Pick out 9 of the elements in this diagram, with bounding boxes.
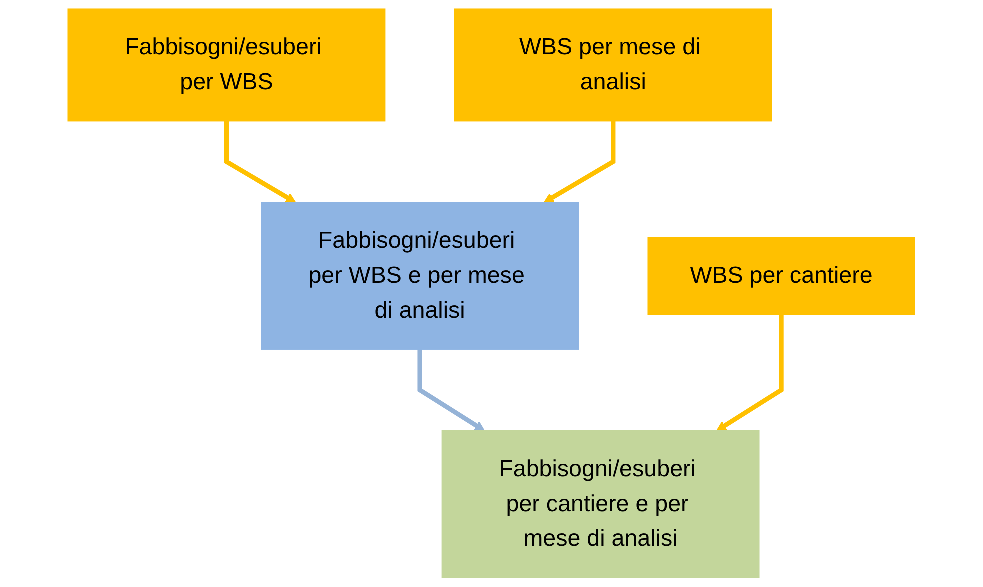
arrow bbox=[418, 349, 486, 432]
arrow bbox=[716, 314, 784, 432]
node-box: WBS per cantiere bbox=[648, 237, 916, 316]
arrow bbox=[224, 121, 296, 204]
node-box: Fabbisogni/esuberi per WBS bbox=[68, 8, 386, 122]
node-box: Fabbisogni/esuberi per WBS e per mese di analisi bbox=[261, 202, 579, 350]
arrow bbox=[544, 121, 616, 204]
node-box: WBS per mese di analisi bbox=[454, 8, 772, 122]
node-box: Fabbisogni/esuberi per cantiere e per mese di analisi bbox=[442, 430, 760, 578]
